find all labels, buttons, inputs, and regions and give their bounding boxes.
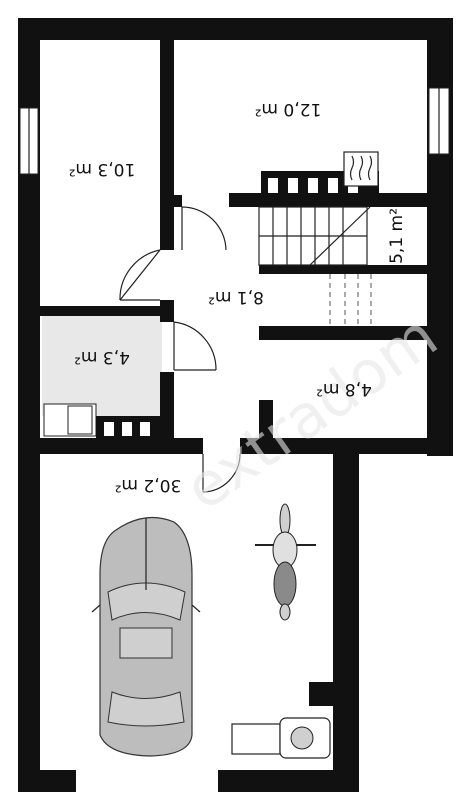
room-label-b: 12,0 m² [255, 99, 322, 119]
wall-stub [174, 195, 182, 207]
boiler-equipment-icon [43, 403, 162, 445]
wall-small-room-top [259, 326, 427, 340]
room-label-a: 10,3 m² [69, 159, 136, 179]
door-swing-icon [181, 206, 227, 251]
lawn-mower-icon [231, 717, 331, 759]
wall-right-upper [427, 18, 453, 456]
wall-garage-pillar [309, 682, 335, 706]
door-swing-icon [119, 249, 161, 301]
room-label-g: 30,2 m² [115, 475, 182, 495]
wall-boiler-top [40, 306, 174, 316]
wall-mid-left [18, 438, 203, 454]
wall-left-upper [18, 18, 40, 438]
heater-icon [261, 151, 379, 195]
wall-garage-bottom-left [18, 770, 76, 792]
stairs-icon [258, 206, 372, 326]
wall-stair-top [229, 193, 427, 207]
window-icon [428, 87, 450, 155]
wall-garage-right [333, 454, 359, 792]
wall-small-room-left [259, 400, 273, 438]
car-icon [91, 516, 201, 757]
motorcycle-icon [255, 503, 316, 621]
wall-mid-right [240, 438, 453, 454]
boiler-room-floor [42, 316, 162, 416]
wall-stair-bottom [259, 265, 427, 274]
wall-interior-vertical-1 [160, 40, 174, 250]
room-label-d: 8,1 m² [208, 287, 264, 307]
door-swing-icon [202, 453, 241, 493]
room-label-c: 5,1 m² [387, 208, 407, 264]
wall-garage-left [18, 454, 40, 792]
wall-interior-vertical-3 [160, 372, 174, 452]
room-label-f: 4,8 m² [316, 379, 372, 399]
room-label-e: 4,3 m² [74, 347, 130, 367]
wall-garage-bottom-right [218, 770, 359, 792]
door-swing-icon [173, 321, 217, 371]
window-icon [19, 107, 39, 175]
wall-top [18, 18, 453, 40]
